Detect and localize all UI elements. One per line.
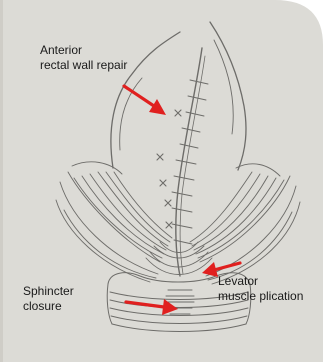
label-line: Sphincter xyxy=(23,284,74,299)
label-sphincter-closure: Sphincter closure xyxy=(23,284,74,314)
label-anterior-rectal-wall-repair: Anterior rectal wall repair xyxy=(40,43,127,73)
label-levator-muscle-plication: Levator muscle plication xyxy=(218,274,303,304)
label-line: Anterior xyxy=(40,43,127,58)
label-line: muscle plication xyxy=(218,289,303,304)
paper-left-edge xyxy=(0,0,3,362)
label-line: Levator xyxy=(218,274,303,289)
label-line: closure xyxy=(23,299,74,314)
label-line: rectal wall repair xyxy=(40,58,127,73)
